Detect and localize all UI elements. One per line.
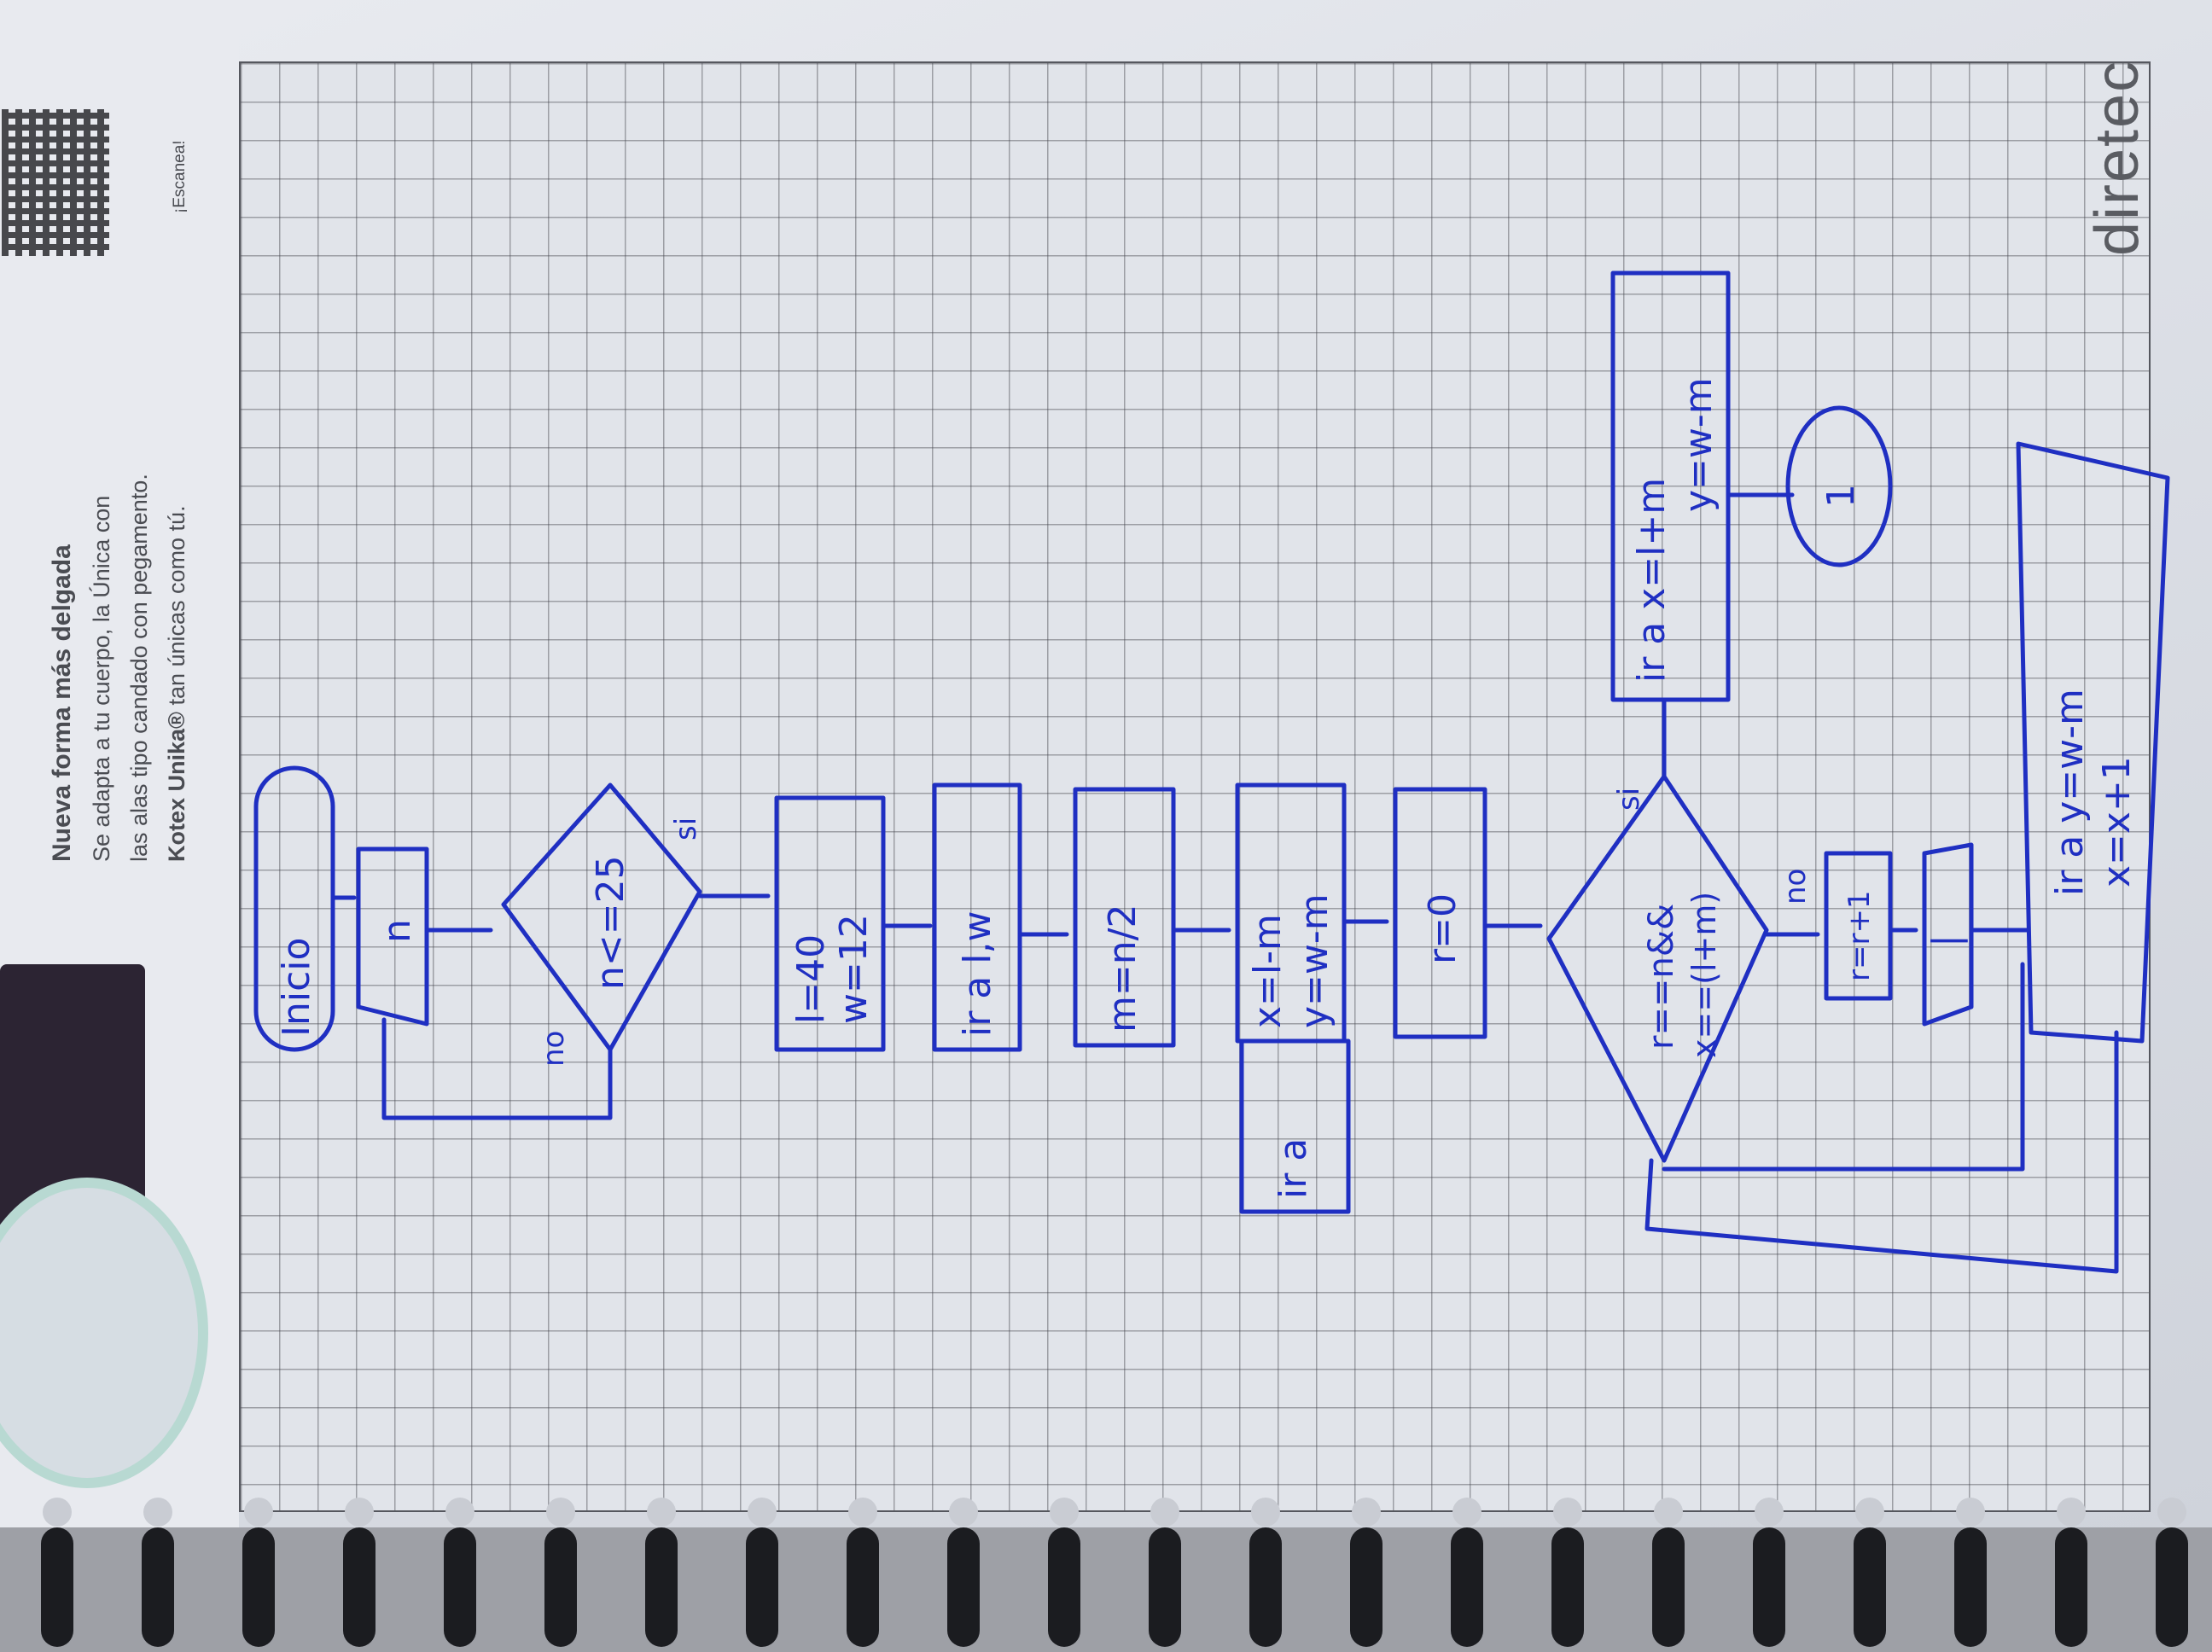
- goto-loop-line-2: x=x+1: [2095, 756, 2139, 887]
- process-increment: r=r+1: [1824, 851, 1893, 1001]
- input-label: n: [375, 919, 419, 943]
- loop-return-arrow: [1662, 962, 2025, 1172]
- graph-paper-grid: [239, 61, 2151, 1512]
- goto-side-label: ir a: [1272, 1138, 1315, 1199]
- binding-hole: [949, 1498, 978, 1527]
- binding-hole: [1452, 1498, 1481, 1527]
- spiral-ring: [746, 1527, 778, 1647]
- binding-hole: [43, 1498, 72, 1527]
- decision-1-yes: si: [669, 817, 703, 841]
- spiral-ring: [645, 1527, 678, 1647]
- spiral-ring: [2055, 1527, 2087, 1647]
- binding-hole: [1251, 1498, 1280, 1527]
- decision-2: r==n&& x==(l+m) si no: [1546, 774, 1813, 1163]
- io-label: |: [1924, 934, 1968, 947]
- advert-strip: Nueva forma más delgada Se adapta a tu c…: [0, 0, 239, 1527]
- spiral-ring: [947, 1527, 980, 1647]
- goto-loop: ir a y=w-m x=x+1: [2016, 441, 2170, 1044]
- connector-label: 1: [1819, 484, 1863, 508]
- connector-node: 1: [1785, 405, 1893, 567]
- binding-hole: [1654, 1498, 1683, 1527]
- process-r: r=0: [1393, 787, 1487, 1039]
- goto-lw-label: ir a l,w: [956, 911, 999, 1037]
- outer-return-line: [1644, 1030, 2119, 1274]
- loop-back-no: [381, 1017, 613, 1120]
- start-label: Inicio: [275, 938, 318, 1037]
- binding-hole: [1150, 1498, 1179, 1527]
- decision-1: n<=25 si no: [501, 782, 703, 1067]
- spiral-ring: [1149, 1527, 1181, 1647]
- process-increment-label: r=r+1: [1842, 890, 1877, 981]
- spiral-ring: [444, 1527, 476, 1647]
- process-lw-w: w=12: [832, 914, 876, 1024]
- binding-hole: [1553, 1498, 1582, 1527]
- spiral-ring: [1551, 1527, 1584, 1647]
- binding-hole: [2157, 1498, 2186, 1527]
- spiral-ring: [847, 1527, 879, 1647]
- spiral-ring: [1048, 1527, 1080, 1647]
- binding-hole: [445, 1498, 474, 1527]
- io-node: |: [1922, 842, 1974, 1027]
- goto-final-line-1: ir a x=l+m: [1630, 478, 1674, 683]
- spiral-ring: [142, 1527, 174, 1647]
- goto-loop-line-1: ir a y=w-m: [2048, 689, 2092, 896]
- binding-hole: [1352, 1498, 1381, 1527]
- goto-lw: ir a l,w: [932, 782, 1022, 1052]
- decision-2-line-2: x==(l+m): [1685, 892, 1723, 1058]
- spiral-ring: [1451, 1527, 1483, 1647]
- spiral-ring: [1954, 1527, 1987, 1647]
- decision-2-line-1: r==n&&: [1642, 904, 1681, 1050]
- binding-hole: [1050, 1498, 1079, 1527]
- binding-hole: [748, 1498, 777, 1527]
- spiral-ring: [343, 1527, 375, 1647]
- start-terminal: Inicio: [253, 765, 335, 1052]
- binding-hole: [1956, 1498, 1985, 1527]
- qr-code-icon: [2, 109, 109, 256]
- spiral-ring: [1854, 1527, 1886, 1647]
- decision-2-no: no: [1778, 869, 1813, 905]
- goto-final: ir a x=l+m y=w-m: [1610, 270, 1731, 702]
- binding-hole: [848, 1498, 877, 1527]
- process-m: m=n/2: [1073, 787, 1176, 1048]
- process-m-label: m=n/2: [1101, 905, 1144, 1032]
- binding-hole: [143, 1498, 172, 1527]
- process-lw: l=40 w=12: [774, 795, 886, 1052]
- spiral-ring: [1753, 1527, 1785, 1647]
- goto-side: ir a: [1239, 1038, 1351, 1214]
- spiral-ring: [544, 1527, 577, 1647]
- process-lw-l: l=40: [789, 934, 833, 1024]
- binding-hole: [244, 1498, 273, 1527]
- binding-hole: [546, 1498, 575, 1527]
- spiral-ring: [2156, 1527, 2188, 1647]
- input-node: n: [356, 846, 429, 1027]
- binding-hole: [1855, 1498, 1884, 1527]
- binding-hole: [2057, 1498, 2086, 1527]
- goto-final-line-2: y=w-m: [1677, 377, 1720, 512]
- binding-hole: [647, 1498, 676, 1527]
- spiral-ring: [1249, 1527, 1282, 1647]
- process-xy-x: x=l-m: [1246, 914, 1289, 1028]
- spiral-ring: [1350, 1527, 1382, 1647]
- decision-1-label: n<=25: [589, 855, 632, 990]
- binding-hole: [345, 1498, 374, 1527]
- spiral-ring: [1652, 1527, 1685, 1647]
- decision-2-yes: si: [1612, 788, 1646, 811]
- spiral-ring: [41, 1527, 73, 1647]
- binding-hole: [1755, 1498, 1784, 1527]
- process-xy: x=l-m y=w-m: [1235, 782, 1347, 1044]
- spiral-ring: [242, 1527, 275, 1647]
- decision-1-no: no: [537, 1031, 571, 1067]
- process-r-label: r=0: [1421, 893, 1464, 964]
- process-xy-y: y=w-m: [1293, 893, 1336, 1028]
